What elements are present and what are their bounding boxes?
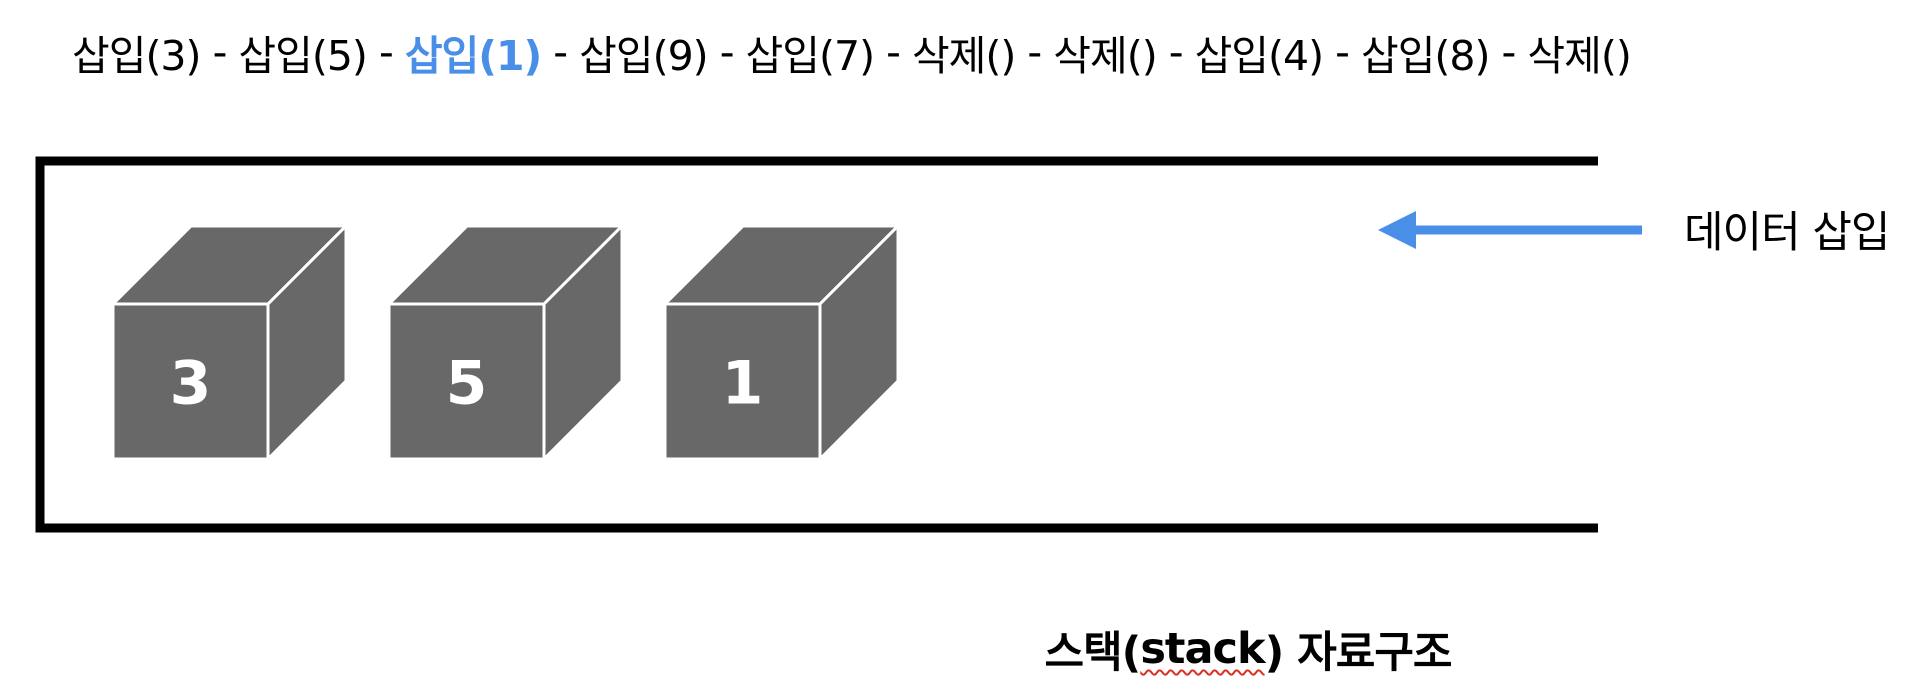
operation: 삽입(9) — [579, 32, 709, 80]
operation-separator: - — [707, 28, 746, 76]
diagram-caption: 스택(stack) 자료구조 — [0, 618, 1916, 680]
cube-value-label: 5 — [446, 349, 488, 419]
cube-front-face — [111, 302, 270, 461]
caption-prefix: 스택( — [1044, 628, 1142, 678]
operation: 삽입(8) — [1360, 32, 1491, 80]
operation: 삽입(3) — [72, 32, 202, 80]
operation-separator: - — [1156, 28, 1195, 76]
operation-separator: - — [1015, 28, 1054, 76]
operation-separator: - — [541, 28, 580, 76]
cube-front-face — [663, 302, 822, 461]
operation: 삭제() — [1527, 32, 1631, 80]
operation: 삭제() — [1053, 32, 1157, 80]
operation: 삭제() — [911, 32, 1016, 80]
stack-items: 3 5 1 — [109, 222, 902, 463]
stack-item-cube: 5 — [385, 222, 626, 463]
operation-sequence: 삽입(3) - 삽입(5) - 삽입(1) - 삽입(9) - 삽입(7) - … — [72, 18, 1632, 86]
cube-front-face — [387, 302, 546, 461]
operation-separator: - — [874, 28, 912, 76]
operation-separator: - — [200, 28, 239, 76]
insert-arrow — [1378, 211, 1642, 249]
stack-container — [35, 156, 1598, 533]
caption-stack-word: stack — [1140, 624, 1265, 674]
operation-current: 삽입(1) — [404, 32, 542, 80]
insert-arrow-head — [1378, 211, 1416, 249]
operation-separator: - — [366, 28, 405, 76]
stack-item-cube: 1 — [661, 222, 902, 463]
cube-value-label: 1 — [722, 349, 764, 419]
insert-label: 데이터 삽입 — [1684, 208, 1890, 258]
operation: 삽입(5) — [238, 32, 368, 80]
operation-separator: - — [1323, 28, 1361, 76]
operation: 삽입(4) — [1194, 32, 1325, 80]
operation: 삽입(7) — [745, 32, 876, 80]
stack-item-cube: 3 — [109, 222, 350, 463]
caption-suffix: ) 자료구조 — [1264, 628, 1453, 678]
cube-value-label: 3 — [170, 349, 212, 419]
operation-separator: - — [1489, 28, 1528, 76]
